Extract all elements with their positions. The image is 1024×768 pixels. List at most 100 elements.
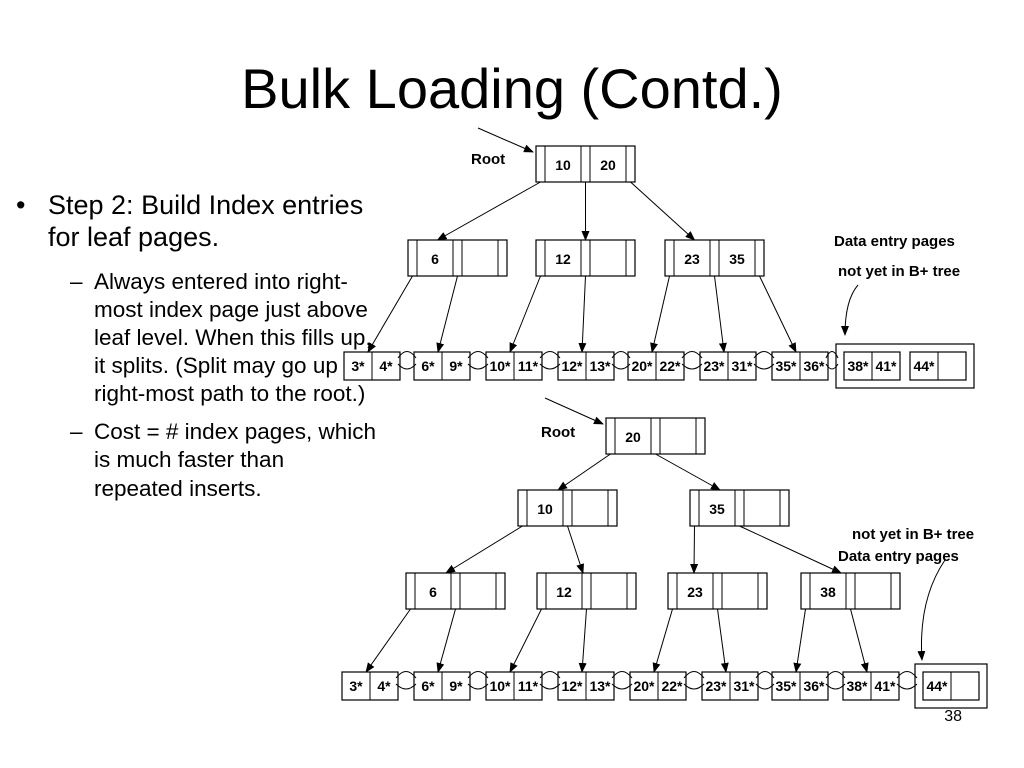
child-pointer	[445, 525, 523, 574]
root-pointer	[544, 397, 604, 425]
sibling-link	[825, 671, 846, 690]
data-entry-pages-label: Data entry pages	[838, 548, 959, 565]
sibling-arc	[539, 671, 561, 679]
child-pointer	[367, 275, 413, 353]
index-node-box	[405, 572, 506, 610]
page-number: 38	[944, 708, 962, 725]
leaf-entry: 3*	[349, 678, 363, 694]
sibling-arc	[611, 363, 631, 370]
sibling-arc	[611, 671, 633, 679]
leaf-page: 10*11*	[485, 351, 543, 381]
leaf-page: 12*13*	[557, 351, 615, 381]
sibling-arc	[611, 351, 631, 359]
leaf-page: 38* 41*	[843, 351, 901, 381]
note-arrow	[917, 559, 946, 661]
sibling-arc	[539, 683, 561, 690]
sibling-arc	[825, 683, 846, 690]
sibling-link	[681, 351, 703, 370]
index-node: 6	[407, 239, 508, 277]
sibling-arc	[395, 671, 417, 679]
child-pointer	[436, 275, 458, 353]
leaf-entry: 38*	[846, 678, 868, 694]
leaf-page: 20* 22*	[629, 671, 687, 701]
index-node: 38	[800, 572, 901, 610]
leaf-entry: 3*	[351, 358, 365, 374]
sibling-arc	[755, 671, 775, 679]
index-node-box	[689, 489, 790, 527]
sibling-link	[683, 671, 705, 690]
leaf-entry: 36*	[803, 678, 825, 694]
leaf-entry: 36*	[803, 358, 825, 374]
not-in-tree-label: not yet in B+ tree	[852, 526, 974, 543]
dash-marker-icon: –	[70, 268, 83, 294]
sibling-arc	[397, 363, 417, 370]
root-label: Root	[471, 151, 505, 168]
leaf-entry: 4*	[379, 358, 393, 374]
leaf-entry: 41*	[875, 358, 897, 374]
leaf-page: 44*	[922, 671, 980, 701]
child-pointer	[509, 608, 542, 673]
bullet-item: • Step 2: Build Index entries for leaf p…	[8, 190, 378, 254]
child-pointer	[567, 525, 584, 574]
sibling-link	[539, 351, 561, 370]
leaf-entry: 20*	[633, 678, 655, 694]
leaf-entry: 10*	[489, 678, 511, 694]
leaf-entry: 6*	[421, 678, 435, 694]
index-key: 23	[684, 251, 700, 267]
leaf-entry: 6*	[421, 358, 435, 374]
sub-bullet-text: Always entered into right-most index pag…	[94, 268, 372, 407]
sub-bullet-item: – Cost = # index pages, which is much fa…	[8, 418, 378, 502]
leaf-page: 35*36*	[771, 671, 829, 701]
leaf-page: 35*36*	[771, 351, 829, 381]
index-node-box	[664, 239, 765, 277]
sibling-arc	[467, 671, 489, 679]
not-in-tree-label: not yet in B+ tree	[838, 263, 960, 280]
leaf-page: 44*	[909, 351, 967, 381]
index-node-box	[667, 572, 768, 610]
index-key: 20	[625, 429, 641, 445]
sibling-link	[896, 671, 918, 690]
sibling-link	[397, 351, 417, 370]
sub-bullet-text: Cost = # index pages, which is much fast…	[94, 419, 377, 501]
leaf-page: 38*41*	[842, 671, 900, 701]
index-node: 23	[667, 572, 768, 610]
root-label: Root	[541, 424, 575, 441]
sibling-arc	[467, 363, 489, 370]
leaf-page: 6*9*	[413, 671, 471, 701]
sibling-arc	[539, 363, 561, 370]
index-key: 35	[709, 501, 725, 517]
index-key: 38	[820, 584, 836, 600]
index-node: 23 35	[664, 239, 765, 277]
sibling-arc	[539, 351, 561, 359]
sibling-link	[611, 671, 633, 690]
sibling-arc	[825, 351, 839, 359]
leaf-entry: 38*	[847, 358, 869, 374]
child-pointer	[365, 608, 411, 673]
leaf-entry: 22*	[661, 678, 683, 694]
index-key: 6	[429, 584, 437, 600]
sub-bullet-list: – Always entered into right-most index p…	[8, 268, 378, 503]
leaf-page: 6*9*	[413, 351, 471, 381]
child-pointer	[436, 608, 456, 673]
child-pointer	[759, 275, 797, 353]
index-key: 10	[555, 157, 571, 173]
sibling-arc	[397, 351, 417, 359]
child-pointer	[509, 275, 541, 353]
leaf-entry: 12*	[561, 678, 583, 694]
unindexed-pages: 38* 41* 44*	[835, 343, 975, 389]
slide-title: Bulk Loading (Contd.)	[241, 57, 783, 120]
index-key: 6	[431, 251, 439, 267]
leaf-entry: 31*	[731, 358, 753, 374]
leaf-entry: 23*	[705, 678, 727, 694]
index-key: 35	[729, 251, 745, 267]
leaf-page: 3* 4*	[343, 351, 401, 381]
child-pointer	[650, 275, 670, 353]
note-arrow	[841, 284, 859, 336]
leaf-entry: 4*	[377, 678, 391, 694]
bullet-list: • Step 2: Build Index entries for leaf p…	[8, 190, 378, 513]
child-pointer	[630, 181, 696, 241]
